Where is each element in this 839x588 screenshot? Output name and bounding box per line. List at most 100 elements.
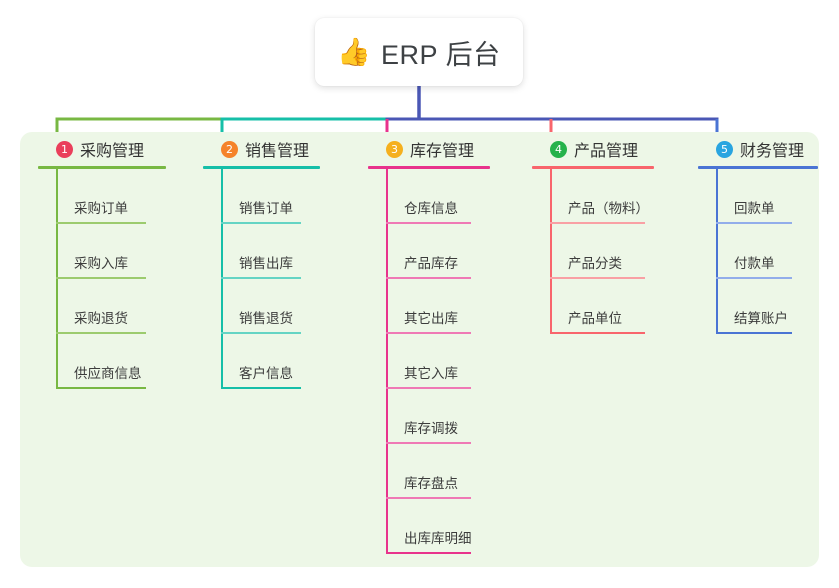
leaf-item[interactable]: 库存调拨 — [386, 389, 490, 444]
leaf-item-label: 产品分类 — [568, 256, 622, 271]
branch-title: 库存管理 — [410, 143, 475, 160]
leaf-item-label: 客户信息 — [239, 366, 293, 381]
branch-underline — [532, 166, 654, 169]
leaf-item-label: 采购退货 — [74, 311, 128, 326]
branch-title: 销售管理 — [245, 143, 310, 160]
leaf-item-underline — [386, 552, 471, 554]
root-node-title: ERP 后台 — [381, 39, 501, 70]
branch-stem — [550, 169, 552, 334]
branch-column-5: 5 财务管理回款单付款单结算账户 — [698, 132, 818, 334]
leaf-item-label: 产品单位 — [568, 311, 622, 326]
branch-title: 产品管理 — [574, 143, 639, 160]
leaf-item-label: 采购订单 — [74, 201, 128, 216]
branch-items: 仓库信息产品库存其它出库其它入库库存调拨库存盘点出库库明细 — [386, 169, 490, 554]
leaf-item-label: 销售出库 — [239, 256, 293, 271]
leaf-item-underline — [221, 332, 301, 334]
leaf-item-underline — [386, 277, 471, 279]
leaf-item-underline — [221, 277, 301, 279]
leaf-item-label: 回款单 — [734, 201, 775, 216]
leaf-item[interactable]: 其它入库 — [386, 334, 490, 389]
leaf-item[interactable]: 库存盘点 — [386, 444, 490, 499]
branch-title: 采购管理 — [80, 143, 145, 160]
leaf-item-underline — [56, 387, 146, 389]
leaf-item-underline — [221, 387, 301, 389]
leaf-item-label: 产品（物料） — [568, 201, 649, 216]
leaf-item-underline — [716, 332, 792, 334]
branch-column-3: 3 库存管理仓库信息产品库存其它出库其它入库库存调拨库存盘点出库库明细 — [368, 132, 490, 554]
leaf-item[interactable]: 销售退货 — [221, 279, 320, 334]
branch-stem — [221, 169, 223, 389]
branch-header-3[interactable]: 3 库存管理 — [368, 132, 490, 166]
leaf-item-underline — [386, 332, 471, 334]
leaf-item[interactable]: 采购订单 — [56, 169, 166, 224]
leaf-item-underline — [56, 332, 146, 334]
branch-title: 财务管理 — [740, 143, 805, 160]
leaf-item-label: 产品库存 — [404, 256, 458, 271]
branch-stem — [716, 169, 718, 334]
branch-header-4[interactable]: 4 产品管理 — [532, 132, 654, 166]
leaf-item-underline — [56, 222, 146, 224]
leaf-item-label: 采购入库 — [74, 256, 128, 271]
branch-items: 采购订单采购入库采购退货供应商信息 — [56, 169, 166, 389]
leaf-item-underline — [386, 442, 471, 444]
leaf-item-label: 库存盘点 — [404, 476, 458, 491]
leaf-item-label: 销售订单 — [239, 201, 293, 216]
leaf-item[interactable]: 产品单位 — [550, 279, 654, 334]
leaf-item-underline — [386, 387, 471, 389]
leaf-item[interactable]: 采购退货 — [56, 279, 166, 334]
leaf-item-underline — [550, 222, 645, 224]
leaf-item-label: 库存调拨 — [404, 421, 458, 436]
leaf-item-underline — [716, 222, 792, 224]
branch-items: 产品（物料） 产品分类产品单位 — [550, 169, 654, 334]
leaf-item-underline — [550, 332, 645, 334]
branch-underline — [38, 166, 166, 169]
leaf-item[interactable]: 付款单 — [716, 224, 818, 279]
leaf-item-underline — [550, 277, 645, 279]
leaf-item[interactable]: 销售订单 — [221, 169, 320, 224]
leaf-item-label: 仓库信息 — [404, 201, 458, 216]
branch-number-badge: 4 — [550, 140, 567, 158]
leaf-item[interactable]: 产品分类 — [550, 224, 654, 279]
branch-column-4: 4 产品管理产品（物料） 产品分类产品单位 — [532, 132, 654, 334]
thumbs-up-icon: 👍 — [337, 36, 372, 67]
leaf-item-underline — [386, 222, 471, 224]
leaf-item[interactable]: 产品库存 — [386, 224, 490, 279]
branch-underline — [368, 166, 490, 169]
leaf-item[interactable]: 其它出库 — [386, 279, 490, 334]
branch-stem — [386, 169, 388, 554]
leaf-item[interactable]: 出库库明细 — [386, 499, 490, 554]
leaf-item[interactable]: 采购入库 — [56, 224, 166, 279]
leaf-item[interactable]: 客户信息 — [221, 334, 320, 389]
branch-items: 销售订单销售出库销售退货客户信息 — [221, 169, 320, 389]
leaf-item-label: 其它出库 — [404, 311, 458, 326]
leaf-item-label: 出库库明细 — [404, 531, 472, 546]
branch-header-2[interactable]: 2 销售管理 — [203, 132, 320, 166]
root-node-card[interactable]: 👍 ERP 后台 — [315, 18, 523, 86]
leaf-item-label: 付款单 — [734, 256, 775, 271]
leaf-item[interactable]: 销售出库 — [221, 224, 320, 279]
branch-stem — [56, 169, 58, 389]
branch-header-5[interactable]: 5 财务管理 — [698, 132, 818, 166]
leaf-item[interactable]: 结算账户 — [716, 279, 818, 334]
leaf-item[interactable]: 产品（物料） — [550, 169, 654, 224]
leaf-item-label: 供应商信息 — [74, 366, 142, 381]
branch-number-badge: 2 — [221, 140, 238, 158]
branch-column-2: 2 销售管理销售订单销售出库销售退货客户信息 — [203, 132, 320, 389]
leaf-item-label: 结算账户 — [734, 311, 788, 326]
leaf-item[interactable]: 仓库信息 — [386, 169, 490, 224]
branch-underline — [698, 166, 818, 169]
branch-number-badge: 3 — [386, 140, 403, 158]
branch-items: 回款单付款单结算账户 — [716, 169, 818, 334]
leaf-item-label: 其它入库 — [404, 366, 458, 381]
branch-underline — [203, 166, 320, 169]
leaf-item[interactable]: 回款单 — [716, 169, 818, 224]
leaf-item-underline — [56, 277, 146, 279]
leaf-item-underline — [221, 222, 301, 224]
leaf-item-label: 销售退货 — [239, 311, 293, 326]
branch-number-badge: 5 — [716, 140, 733, 158]
leaf-item[interactable]: 供应商信息 — [56, 334, 166, 389]
